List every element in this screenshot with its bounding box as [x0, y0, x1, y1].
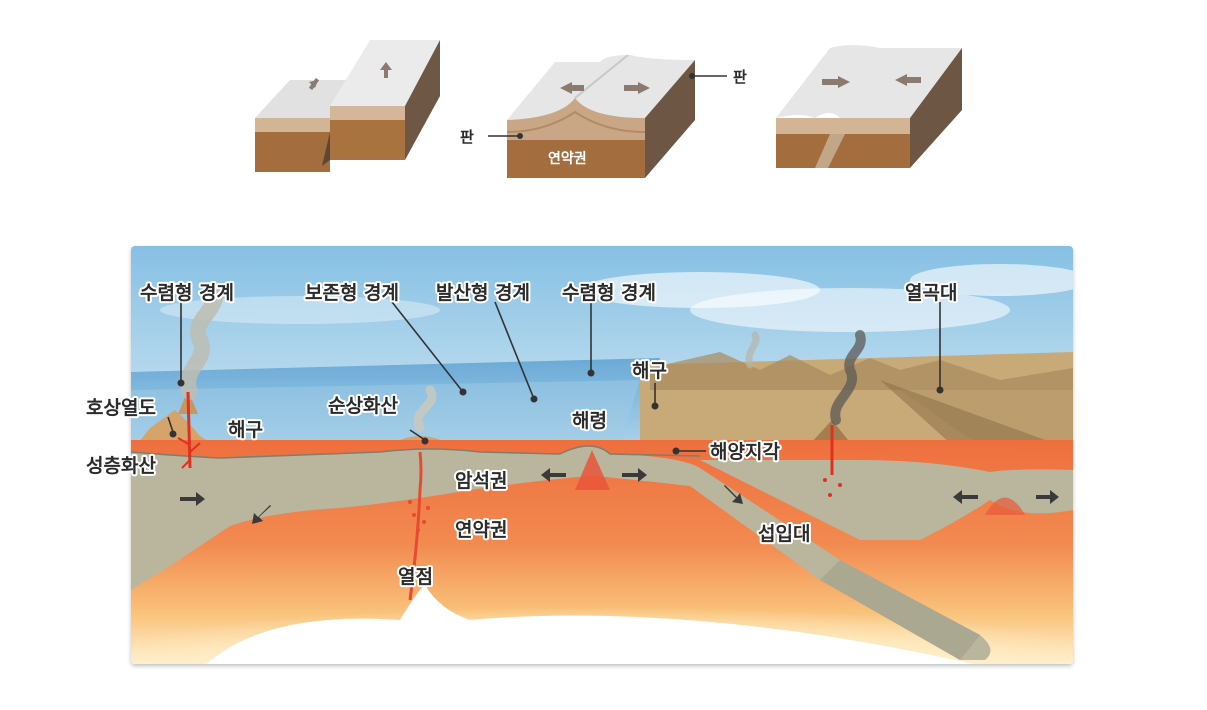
label-island-arc: 호상열도 [86, 397, 156, 419]
label-divergent: 발산형 경계 [436, 282, 530, 304]
label-ridge: 해령 [572, 410, 607, 432]
label-shield-volcano: 순상화산 [328, 395, 398, 417]
label-lithosphere: 암석권 [455, 470, 507, 492]
asthenosphere-label-top: 연약권 [548, 150, 587, 167]
divergent-block: 판 판 연약권 [460, 55, 747, 178]
label-trench-right: 해구 [632, 360, 667, 382]
label-trench-left: 해구 [228, 419, 263, 441]
label-stratovolcano: 성층화산 [86, 455, 156, 477]
transform-block [255, 40, 440, 172]
plate-boundary-blocks: 판 판 연약권 [0, 0, 1207, 200]
label-asthenosphere: 연약권 [455, 519, 507, 541]
plate-tectonics-cross-section: 수렴형 경계 보존형 경계 발산형 경계 수렴형 경계 열곡대 호상열도 해구 … [0, 240, 1207, 670]
plate-label-left: 판 [460, 128, 474, 146]
label-convergent-right: 수렴형 경계 [562, 282, 656, 304]
label-rift: 열곡대 [905, 282, 957, 304]
label-transform: 보존형 경계 [305, 282, 399, 304]
plate-label-right: 판 [733, 68, 747, 86]
label-subduction-zone: 섭입대 [758, 523, 810, 545]
convergent-block [776, 45, 962, 168]
label-oceanic-crust: 해양지각 [710, 441, 780, 463]
label-hotspot: 열점 [398, 566, 433, 588]
label-convergent-left: 수렴형 경계 [140, 282, 234, 304]
